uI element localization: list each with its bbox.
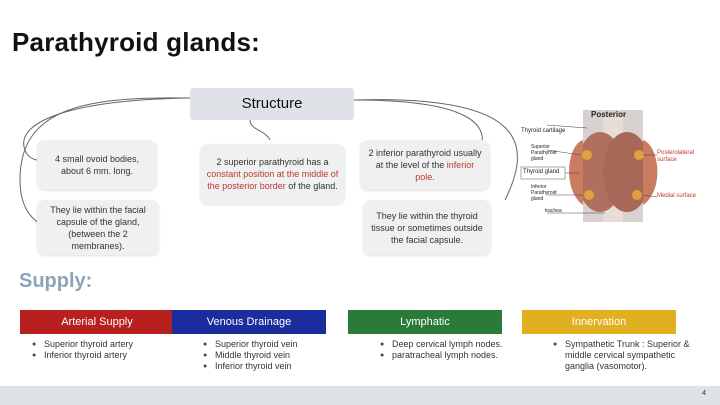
list-item: Superior thyroid vein [203, 339, 343, 350]
supply-list-arterial: Superior thyroid artery Inferior thyroid… [32, 339, 172, 361]
card-facial-text: They lie within the facial capsule of th… [50, 204, 146, 251]
supply-list-innervation: Sympathetic Trunk : Superior & middle ce… [553, 339, 703, 372]
supply-list-venous: Superior thyroid vein Middle thyroid vei… [203, 339, 343, 372]
supply-list-lymphatic: Deep cervical lymph nodes. paratracheal … [380, 339, 520, 361]
label-posterolateral: Posterolateral surface [657, 150, 695, 163]
card-inferior-parathyroid: 2 inferior parathyroid usually at the le… [360, 140, 490, 190]
card-ovoid-text: 4 small ovoid bodies, about 6 mm. long. [54, 154, 140, 176]
supply-header-innervation: Innervation [522, 310, 676, 334]
supply-header-venous: Venous Drainage [172, 310, 326, 334]
supply-title: Supply: [19, 270, 93, 292]
list-item: Sympathetic Trunk : Superior & middle ce… [553, 339, 703, 372]
list-item: Inferior thyroid artery [32, 350, 172, 361]
list-item: Middle thyroid vein [203, 350, 343, 361]
page-number: 4 [702, 390, 706, 397]
card-facial-capsule: They lie within the facial capsule of th… [37, 200, 159, 255]
list-item: Superior thyroid artery [32, 339, 172, 350]
supply-header-arterial: Arterial Supply [20, 310, 174, 334]
label-thyroid-cartilage: Thyroid cartilage [521, 128, 566, 134]
list-item: paratracheal lymph nodes. [380, 350, 520, 361]
label-trachea: trachea [545, 208, 562, 214]
label-inferior-parathyroid: Inferior Parathyroid gland [531, 184, 557, 202]
label-thyroid-gland: Thyroid gland [523, 169, 560, 175]
card-superior-text: 2 superior parathyroid has a constant po… [206, 157, 339, 191]
list-item: Inferior thyroid vein [203, 361, 343, 372]
parathyroid-diagram: Posterior Thyroid cartilage Superior Par… [517, 110, 717, 222]
label-posterior: Posterior [591, 110, 627, 119]
card-inferior-text: 2 inferior parathyroid usually at the le… [368, 148, 482, 182]
label-superior-parathyroid: Superior Parathyroid gland [531, 144, 557, 162]
card-thyroid-text: They lie within the thyroid tissue or so… [371, 210, 483, 245]
list-item: Deep cervical lymph nodes. [380, 339, 520, 350]
card-superior-parathyroid: 2 superior parathyroid has a constant po… [200, 144, 345, 204]
card-thyroid-tissue: They lie within the thyroid tissue or so… [363, 200, 491, 255]
label-medial: Medial surface [657, 193, 697, 199]
structure-label: Structure [190, 88, 354, 120]
supply-header-lymphatic: Lymphatic [348, 310, 502, 334]
footer-bar [0, 386, 720, 405]
card-ovoid-bodies: 4 small ovoid bodies, about 6 mm. long. [37, 140, 157, 190]
slide-title: Parathyroid glands: [12, 27, 260, 57]
